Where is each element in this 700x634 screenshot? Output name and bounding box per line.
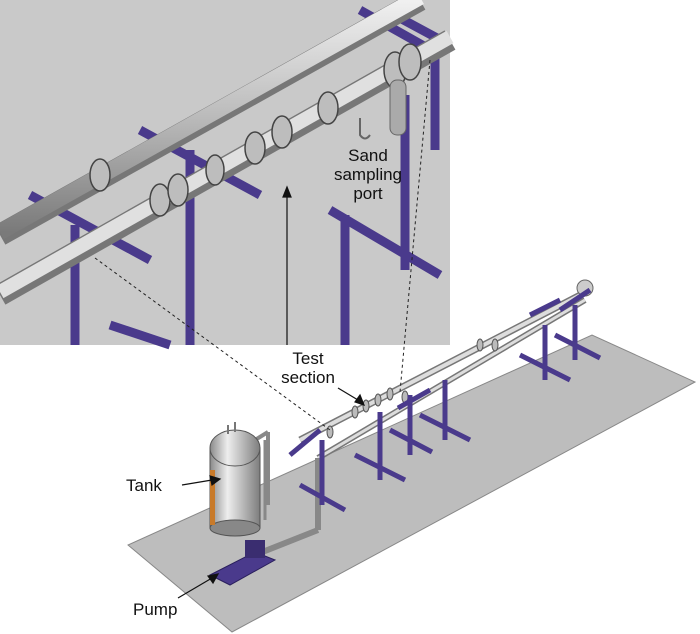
label-line: section [281,368,335,387]
main-pipe [253,279,594,558]
label-line: Sand [348,146,388,165]
test-section-flanges [326,338,499,439]
label-line: port [353,184,383,203]
label-pump: Pump [133,600,178,619]
leader-lines [177,185,366,599]
inset-zoom-view [0,0,456,350]
label-test-section: Test section [268,349,348,387]
label-sand-sampling-port: Sand sampling port [328,146,408,203]
label-line: sampling [333,165,403,184]
pipe-supports [288,287,602,513]
label-line: Test [292,349,324,368]
pump [208,540,277,586]
label-tank: Tank [126,476,162,495]
zoom-guide-lines [94,59,431,431]
tank [209,422,267,537]
